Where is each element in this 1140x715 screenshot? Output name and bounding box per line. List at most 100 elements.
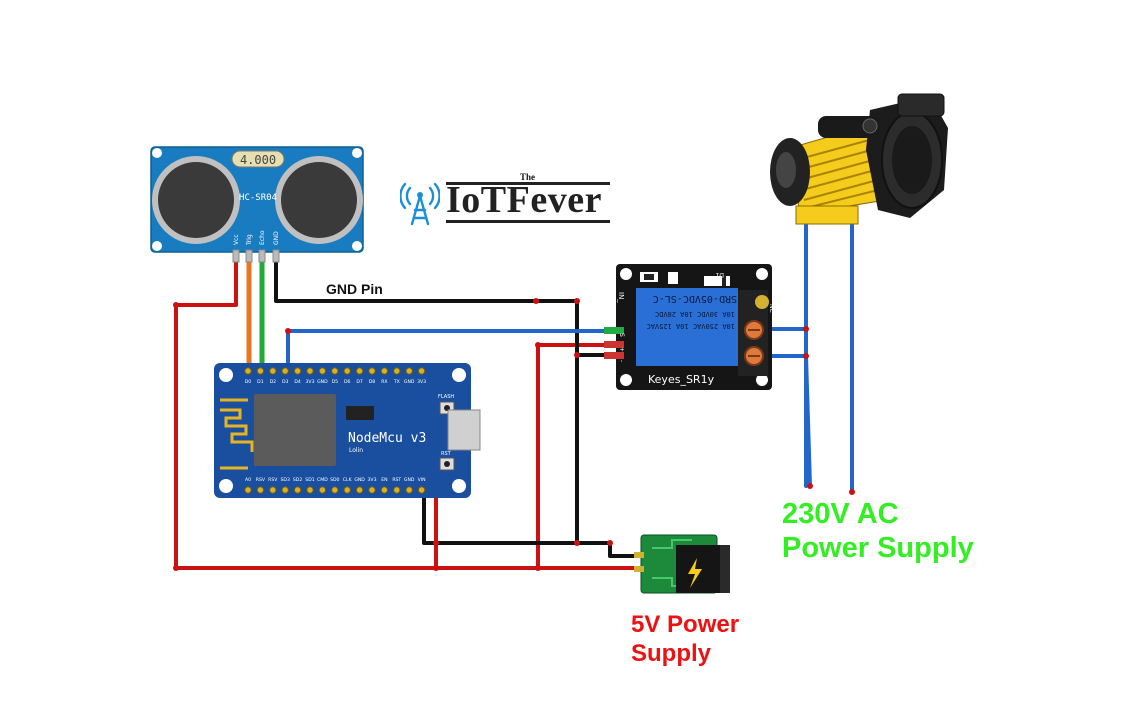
nodemcu-top-pin (343, 367, 351, 375)
nodemcu-top-pin-label: 3V3 (306, 379, 315, 385)
wire-ac-1 (756, 212, 808, 488)
wire-relay-vcc (536, 343, 624, 570)
flash-label: FLASH (438, 394, 454, 400)
gnd-pin-label: GND Pin (326, 281, 383, 297)
nodemcu-top-pin (281, 367, 289, 375)
nodemcu-top-pin-label: D5 (332, 379, 339, 385)
nodemcu-bottom-pin-label: RST (392, 477, 401, 483)
nodemcu-top-pin (293, 367, 302, 375)
nodemcu-top-pin (417, 367, 426, 375)
dc-supply-label: 5V Power Supply (631, 610, 739, 668)
nodemcu-top-pin (393, 367, 401, 375)
nodemcu-bottom-pin (417, 486, 426, 494)
nodemcu-top-pin (256, 367, 265, 375)
nodemcu-bottom-pin (331, 486, 339, 494)
nodemcu-bottom-pin (405, 486, 413, 494)
nodemcu-bottom-pin-label: RSV (256, 477, 266, 483)
nodemcu-top-pin-label: D8 (369, 379, 376, 385)
nodemcu-bottom-pin (256, 486, 265, 494)
nodemcu-bottom-pin-label: SD3 (281, 477, 290, 483)
relay-nc-label: NC (768, 304, 775, 313)
nodemcu-top-pin (306, 367, 314, 375)
wires (173, 212, 855, 571)
nodemcu-bottom-pin-label: SD0 (330, 477, 339, 483)
nodemcu-bottom-pin (281, 486, 289, 494)
iotfever-logo: The IoTFever (400, 172, 612, 226)
nodemcu-bottom-pin-label: GND (354, 477, 365, 483)
relay-pin-minus-label: - (618, 360, 625, 362)
relay-spec-1: SRD-05VDC-SL-C (653, 293, 737, 304)
nodemcu-bottom-pin (343, 486, 351, 494)
nodemcu-top-pin-label: D2 (270, 379, 277, 385)
dc-jack-module (634, 534, 730, 594)
ac-supply-line-1: 230V AC (782, 498, 899, 530)
esp-chip (254, 394, 336, 466)
nodemcu-top-pin-label: 3V3 (417, 379, 426, 385)
sensor-pin-echo-label: Echo (259, 230, 266, 245)
nodemcu-top-pin-label: D3 (282, 379, 289, 385)
nodemcu-bottom-pin-label: A0 (245, 477, 251, 483)
wifi-antenna (220, 398, 254, 470)
relay-pin-plus-label: + (618, 347, 625, 352)
nodemcu-bottom-pin-label: VIN (418, 477, 426, 483)
nodemcu-top-pin (380, 367, 389, 375)
relay-block (636, 288, 738, 366)
wire-junctions (173, 298, 855, 571)
flash-chip (346, 406, 374, 420)
nodemcu-bottom-pin-label: 3V3 (368, 477, 377, 483)
nodemcu-bottom-pin-label: SD1 (305, 477, 314, 483)
wire-nodemcu-gnd (422, 483, 579, 545)
nodemcu-top-pin-label: GND (404, 379, 415, 385)
nodemcu-top-pin-label: D0 (245, 379, 252, 385)
antenna-tower-icon (400, 182, 440, 226)
nodemcu-bottom-pin (269, 486, 277, 494)
terminal-screw-1 (755, 295, 769, 309)
nodemcu-top-pin-label: RX (381, 379, 387, 385)
logo-name: IoTFever (446, 179, 602, 221)
nodemcu-bottom-pin (355, 486, 364, 494)
logo-the: The (520, 172, 536, 182)
dc-supply-line-2: Supply (631, 640, 712, 667)
nodemcu-bottom-pin-label: RSV (268, 477, 278, 483)
nodemcu-top-pin (244, 367, 252, 375)
relay-module: R1 D1 SRD-05VDC-SL-C 10A 30VDC 10A 28VDC… (604, 264, 775, 390)
sensor-display: 4.000 (240, 153, 276, 167)
nodemcu-bottom-pin-label: GND (404, 477, 415, 483)
nodemcu-bottom-pin (380, 486, 389, 494)
nodemcu-top-pin (269, 367, 277, 375)
relay-d-label: D1 (715, 271, 724, 278)
nodemcu-bottom-pin (368, 486, 376, 494)
usb-port (447, 409, 481, 451)
ac-supply-label: 230V AC Power Supply (782, 497, 974, 565)
nodemcu-top-pin-label: GND (317, 379, 328, 385)
nodemcu-bottom-pin (293, 486, 302, 494)
ultrasonic-sensor: 4.000 HC-SR04 Vcc Trig Echo GND (150, 146, 364, 263)
sensor-pin-trig-label: Trig (246, 234, 253, 246)
nodemcu-top-pin-label: D1 (257, 379, 264, 385)
sensor-model-label: HC-SR04 (239, 193, 277, 203)
transducer-right (275, 156, 363, 244)
nodemcu-top-pin (405, 367, 413, 375)
nodemcu-bottom-pin (393, 486, 401, 494)
logo-rule-top (446, 182, 610, 185)
lightning-icon (688, 558, 702, 588)
nodemcu-top-pin-label: D6 (344, 379, 351, 385)
water-pump (770, 93, 948, 225)
nodemcu-bottom-pin-label: CMD (317, 477, 328, 483)
relay-board-label: Keyes_SR1y (648, 373, 715, 386)
relay-in-label: IN_ (617, 292, 625, 303)
nodemcu-subtitle: Lolin (349, 447, 363, 454)
rst-label: RST (441, 451, 452, 457)
relay-pins (604, 327, 624, 359)
nodemcu-top-pin (355, 367, 364, 375)
nodemcu-top-pin (331, 367, 339, 375)
sensor-pin-vcc-label: Vcc (233, 234, 240, 245)
nodemcu-top-pin-label: TX (393, 379, 400, 385)
nodemcu-bottom-pin (244, 486, 252, 494)
relay-spec-2: 10A 30VDC 10A 28VDC (655, 310, 735, 318)
nodemcu-bottom-pin-label: SD2 (293, 477, 302, 483)
